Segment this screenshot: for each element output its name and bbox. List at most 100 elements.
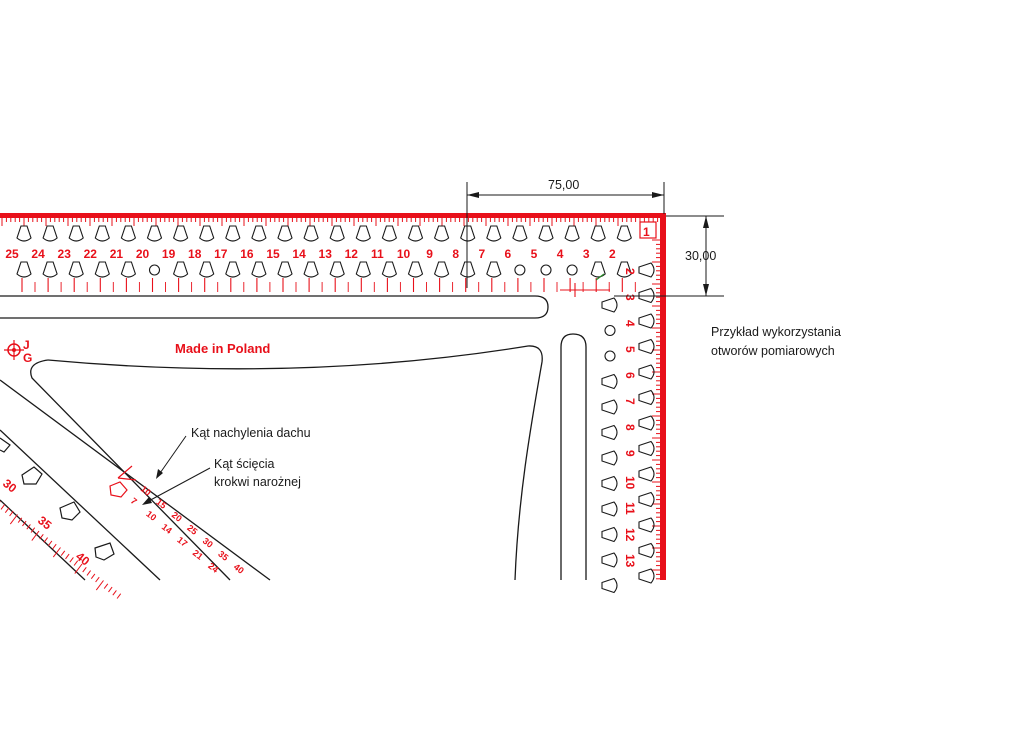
top-scale-number: 15 bbox=[266, 247, 280, 261]
left-diagonal-ticks bbox=[0, 498, 121, 599]
measure-hole bbox=[409, 262, 423, 277]
diagonal-outer-number: 15 bbox=[154, 497, 168, 511]
measure-hole bbox=[252, 226, 266, 241]
measure-hole bbox=[602, 477, 617, 491]
right-measure-holes-outer bbox=[639, 263, 654, 583]
top-measure-holes-row2 bbox=[17, 262, 631, 277]
corner-mark-label: 1 bbox=[643, 225, 650, 239]
left-scale-numbers: 30 35 40 bbox=[0, 476, 92, 568]
right-scale-number: 2 bbox=[623, 268, 637, 275]
right-scale-number: 12 bbox=[623, 528, 637, 542]
measure-hole-round bbox=[541, 265, 551, 275]
measure-hole bbox=[200, 262, 214, 277]
measure-hole bbox=[226, 226, 240, 241]
measure-hole bbox=[617, 226, 631, 241]
diagonal-outer-number: 25 bbox=[185, 523, 199, 537]
measure-hole bbox=[278, 262, 292, 277]
top-scale-number: 24 bbox=[31, 247, 45, 261]
right-scale-number: 6 bbox=[623, 372, 637, 379]
right-scale-number: 7 bbox=[623, 398, 637, 405]
diagonal-hole bbox=[0, 438, 10, 452]
inner-cutout-left bbox=[31, 360, 230, 580]
measure-hole bbox=[330, 262, 344, 277]
measure-hole bbox=[602, 375, 617, 389]
measure-hole bbox=[639, 314, 654, 328]
measure-hole bbox=[43, 262, 57, 277]
roof-pitch-leader bbox=[156, 436, 186, 479]
diagonal-holes bbox=[0, 438, 114, 560]
top-scale-number: 10 bbox=[397, 247, 411, 261]
diagonal-hole bbox=[22, 467, 42, 484]
logo-letter-j: J bbox=[23, 338, 30, 352]
measure-hole bbox=[382, 262, 396, 277]
measure-hole bbox=[148, 226, 162, 241]
measure-hole bbox=[487, 226, 501, 241]
top-ruler-edge bbox=[0, 213, 665, 226]
hip-cut-leader bbox=[142, 468, 210, 505]
top-scale-number: 21 bbox=[110, 247, 124, 261]
measure-hole bbox=[174, 226, 188, 241]
measure-hole bbox=[226, 262, 240, 277]
measure-hole bbox=[639, 416, 654, 430]
measure-hole bbox=[330, 226, 344, 241]
diagonal-inner-number: 7 bbox=[129, 496, 139, 507]
right-scale-number: 10 bbox=[623, 476, 637, 490]
measure-hole bbox=[409, 226, 423, 241]
measure-hole bbox=[639, 365, 654, 379]
right-scale-number: 5 bbox=[623, 346, 637, 353]
diagonal-tick bbox=[61, 551, 65, 556]
right-scale-number: 11 bbox=[623, 502, 637, 515]
measure-hole bbox=[639, 442, 654, 456]
measure-hole bbox=[639, 493, 654, 507]
logo: J G bbox=[4, 338, 32, 365]
diagonal-tick bbox=[109, 587, 113, 592]
measure-hole bbox=[639, 391, 654, 405]
diagonal-hole bbox=[95, 543, 114, 560]
diagonal-tick bbox=[96, 581, 103, 591]
dimension-height-label: 30,00 bbox=[685, 249, 716, 263]
top-scale-number: 3 bbox=[583, 247, 590, 261]
measure-hole bbox=[382, 226, 396, 241]
top-scale-number: 16 bbox=[240, 247, 254, 261]
diagonal-tick bbox=[96, 577, 100, 582]
measure-hole bbox=[95, 262, 109, 277]
measure-hole bbox=[602, 400, 617, 414]
measure-hole-round bbox=[150, 265, 160, 275]
diagonal-outer-number: 40 bbox=[232, 562, 246, 576]
top-scale-number: 25 bbox=[5, 247, 19, 261]
top-scale-number: 8 bbox=[452, 247, 459, 261]
hip-cut-label-line1: Kąt ścięcia bbox=[214, 457, 274, 471]
measure-hole bbox=[602, 451, 617, 465]
top-scale-number: 5 bbox=[531, 247, 538, 261]
measure-hole bbox=[639, 340, 654, 354]
measure-hole bbox=[539, 226, 553, 241]
top-scale-number: 14 bbox=[292, 247, 306, 261]
measure-hole bbox=[304, 226, 318, 241]
top-scale-number: 2 bbox=[609, 247, 616, 261]
measure-hole bbox=[461, 262, 475, 277]
top-scale-number: 22 bbox=[84, 247, 98, 261]
measure-hole bbox=[435, 262, 449, 277]
example-note-line1: Przykład wykorzystania bbox=[711, 325, 841, 339]
logo-letter-g: G bbox=[23, 351, 32, 365]
corner-mark: 1 bbox=[640, 222, 656, 239]
measure-hole bbox=[435, 226, 449, 241]
measure-hole-round bbox=[515, 265, 525, 275]
measure-hole bbox=[602, 426, 617, 440]
diagonal-tick bbox=[44, 538, 48, 543]
measure-hole bbox=[17, 262, 31, 277]
measure-hole bbox=[591, 226, 605, 241]
top-scale-number: 12 bbox=[345, 247, 359, 261]
angle-pentagon-mark bbox=[110, 482, 127, 497]
diagonal-tick bbox=[1, 505, 5, 510]
diagonal-outer-number: 10 bbox=[139, 484, 153, 498]
top-measure-holes-row1 bbox=[17, 226, 631, 241]
measure-hole bbox=[304, 262, 318, 277]
measure-hole bbox=[602, 579, 617, 593]
diagonal-tick bbox=[66, 554, 70, 559]
measure-hole bbox=[17, 226, 31, 241]
measure-hole-round bbox=[567, 265, 577, 275]
diagonal-inner-number: 24 bbox=[206, 561, 220, 575]
